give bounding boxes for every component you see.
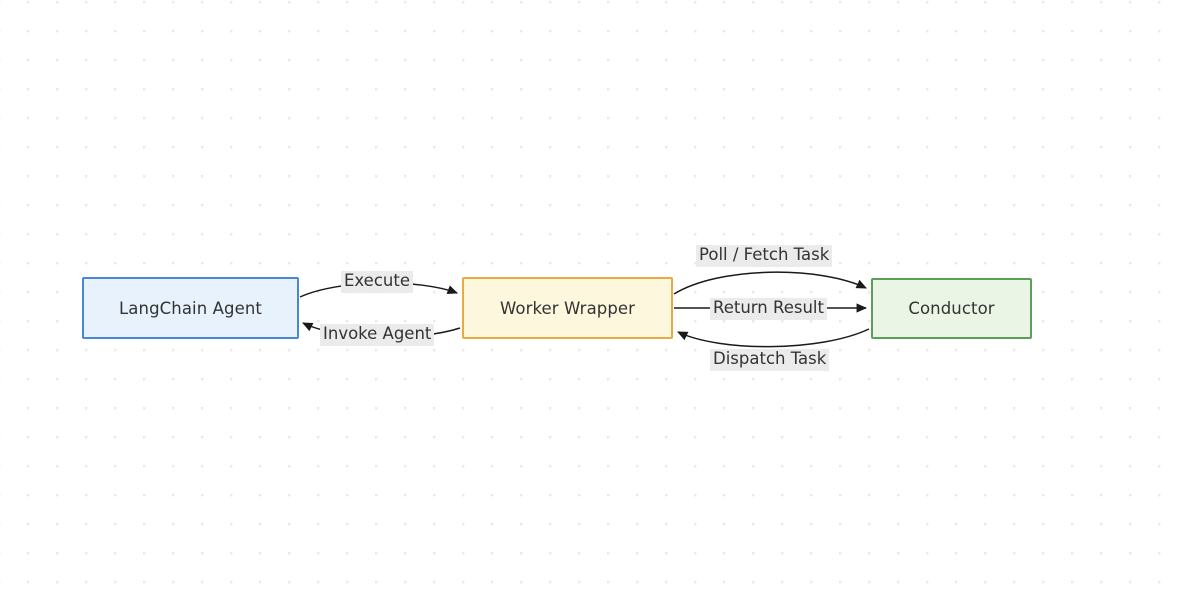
edge-poll-fetch-task-line — [673, 271, 867, 295]
node-conductor[interactable]: Conductor — [871, 278, 1032, 339]
edge-label-poll-fetch-task: Poll / Fetch Task — [696, 245, 833, 267]
node-worker-wrapper[interactable]: Worker Wrapper — [462, 277, 673, 339]
edge-label-execute: Execute — [341, 271, 413, 293]
node-langchain-agent[interactable]: LangChain Agent — [82, 277, 299, 339]
node-conductor-label: Conductor — [908, 299, 995, 318]
edge-label-dispatch-task: Dispatch Task — [710, 349, 830, 371]
node-worker-wrapper-label: Worker Wrapper — [499, 298, 636, 318]
edge-label-invoke-agent: Invoke Agent — [320, 324, 435, 346]
edge-dispatch-task-line — [677, 328, 870, 348]
edge-label-return-result: Return Result — [710, 298, 827, 320]
node-langchain-agent-label: LangChain Agent — [119, 298, 262, 318]
